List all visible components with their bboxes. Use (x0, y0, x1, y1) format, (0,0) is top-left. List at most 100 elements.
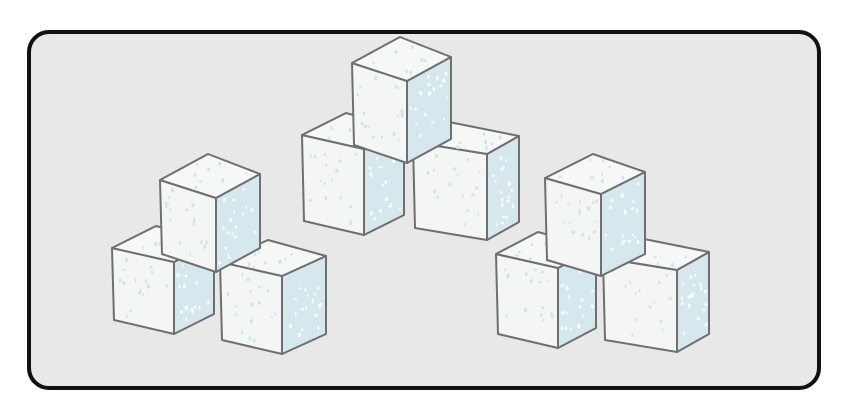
cube-speckle (370, 172, 373, 177)
cube-speckle (681, 295, 683, 300)
cube-speckle (581, 232, 584, 238)
cube-speckle (699, 282, 702, 287)
cube-speckle (185, 317, 187, 322)
cube-speckle (245, 205, 248, 210)
cube-speckle (182, 264, 184, 267)
cube-speckle (692, 284, 695, 287)
cube-speckle (590, 175, 594, 180)
cube-speckle (465, 209, 469, 213)
cube-speckle (427, 91, 432, 96)
cube-speckle (511, 203, 515, 208)
cube-top-face (159, 153, 261, 199)
cube-speckle (394, 50, 398, 54)
cube-speckle (227, 291, 230, 297)
cube-speckle (231, 232, 234, 236)
cube-speckle (444, 71, 448, 76)
cube-speckle (250, 302, 254, 307)
cube-speckle (541, 306, 545, 310)
cube-speckle (150, 270, 154, 275)
cube-speckle (274, 312, 276, 316)
cube-speckle (223, 197, 226, 203)
cube-speckle (436, 195, 440, 200)
cube-speckle (270, 315, 273, 319)
cube-speckle (164, 205, 168, 209)
cube-speckle (122, 281, 126, 285)
cube-speckle (528, 257, 532, 260)
cube-speckle (294, 297, 297, 301)
cube-speckle (452, 167, 456, 171)
cube-speckle (339, 195, 342, 200)
cube-speckle (183, 284, 186, 289)
cube-speckle (164, 201, 167, 205)
cube-speckle (483, 131, 486, 136)
cube-speckle (477, 212, 480, 216)
cube-speckle (563, 221, 566, 224)
cube-speckle (154, 241, 157, 247)
cube-speckle (696, 317, 700, 320)
cube-speckle (254, 253, 257, 257)
cube-speckle (166, 202, 169, 206)
cube-speckle (506, 199, 510, 203)
cube-speckle (304, 288, 307, 292)
cube-speckle (392, 131, 396, 137)
cube-speckle (206, 300, 210, 305)
cube-speckle (691, 292, 694, 297)
sugar-cube (544, 153, 646, 277)
cube-speckle (484, 140, 488, 145)
cube-speckle (577, 208, 581, 212)
cube-speckle (374, 75, 378, 81)
cube-speckle (538, 280, 542, 284)
cube-speckle (500, 221, 504, 225)
cube-speckle (138, 291, 141, 295)
cube-speckle (431, 121, 434, 124)
cube-speckle (501, 202, 504, 208)
cube-speckle (257, 300, 261, 305)
cube-speckle (252, 266, 256, 269)
cube-speckle (207, 167, 211, 172)
cube-speckle (504, 268, 507, 272)
cube-speckle (665, 273, 669, 277)
cube-speckle (338, 159, 342, 163)
cube-front-face (301, 134, 365, 236)
cube-speckle (506, 276, 509, 280)
cube-speckle (405, 69, 408, 74)
cube-speckle (257, 249, 260, 253)
cube-speckle (507, 195, 510, 200)
cube-speckle (634, 235, 636, 239)
cube-speckle (246, 277, 250, 282)
cube-speckle (203, 244, 206, 250)
cube-speckle (624, 284, 627, 290)
cube-speckle (314, 292, 317, 296)
cube-speckle (490, 142, 494, 146)
cube-speckle (396, 86, 399, 89)
cube-speckle (397, 138, 400, 142)
cube-speckle (379, 208, 382, 213)
cube-speckle (506, 215, 508, 220)
cube-speckle (433, 189, 436, 194)
cube-speckle (704, 322, 708, 327)
cube-speckle (144, 279, 147, 284)
cube-speckle (411, 45, 414, 50)
cube-speckle (129, 309, 132, 313)
cube-speckle (591, 289, 594, 293)
cube-speckle (591, 304, 595, 309)
cube-speckle (245, 171, 248, 175)
cube-speckle (540, 313, 543, 317)
cube-speckle (362, 111, 366, 116)
cube-speckle (654, 255, 657, 259)
right-cube-pyramid (495, 153, 710, 353)
cube-speckle (419, 91, 423, 95)
cube-speckle (126, 315, 129, 318)
cube-speckle (594, 199, 598, 204)
cube-speckle (627, 239, 631, 243)
cube-speckle (608, 206, 613, 210)
cube-speckle (565, 286, 569, 291)
cube-speckle (199, 179, 202, 184)
cube-speckle (165, 284, 168, 288)
cube-speckle (621, 175, 625, 180)
cube-speckle (610, 198, 614, 203)
cube-speckle (682, 331, 685, 336)
cube-speckle (637, 182, 640, 186)
cube-speckle (687, 303, 691, 308)
cube-speckle (529, 278, 533, 284)
